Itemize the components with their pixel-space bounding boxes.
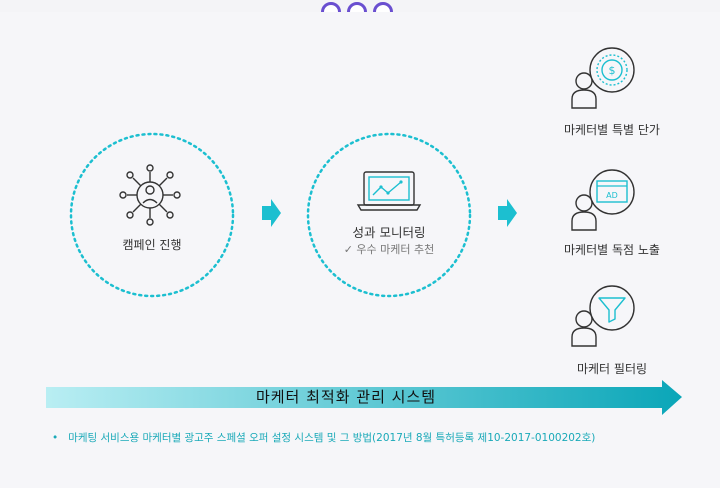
footnote: • 마케팅 서비스용 마케터별 광고주 스페셜 오퍼 설정 시스템 및 그 방법(… <box>52 430 595 445</box>
user-filter-icon <box>571 285 635 347</box>
footnote-text: 마케팅 서비스용 마케터별 광고주 스페셜 오퍼 설정 시스템 및 그 방법(2… <box>68 432 596 444</box>
svg-text:$: $ <box>609 64 616 77</box>
network-user-icon <box>119 164 181 226</box>
system-bar-label: 마케터 최적화 관리 시스템 <box>255 388 437 406</box>
user-dollar-icon: $ <box>571 47 635 109</box>
step2-sub-label: ✓ 우수 마케터 추천 <box>343 243 435 256</box>
outcome-label: 마케터 필터링 <box>576 362 648 376</box>
step1-label: 캠페인 진행 <box>122 238 182 252</box>
outcome-label: 마케터별 독점 노출 <box>564 243 660 257</box>
footnote-bullet: • <box>52 432 59 444</box>
arrow-icon <box>262 199 281 227</box>
user-ad-icon: AD <box>571 169 635 231</box>
arrow-icon <box>498 199 517 227</box>
outcome-label: 마케터별 특별 단가 <box>564 123 660 137</box>
diagram-panel <box>0 12 720 488</box>
laptop-chart-icon <box>356 171 422 211</box>
svg-text:AD: AD <box>606 191 618 200</box>
step2-label: 성과 모니터링 <box>352 225 426 240</box>
step1-circle <box>69 132 235 298</box>
system-bar-arrow <box>46 380 682 415</box>
step2-circle <box>306 132 472 298</box>
